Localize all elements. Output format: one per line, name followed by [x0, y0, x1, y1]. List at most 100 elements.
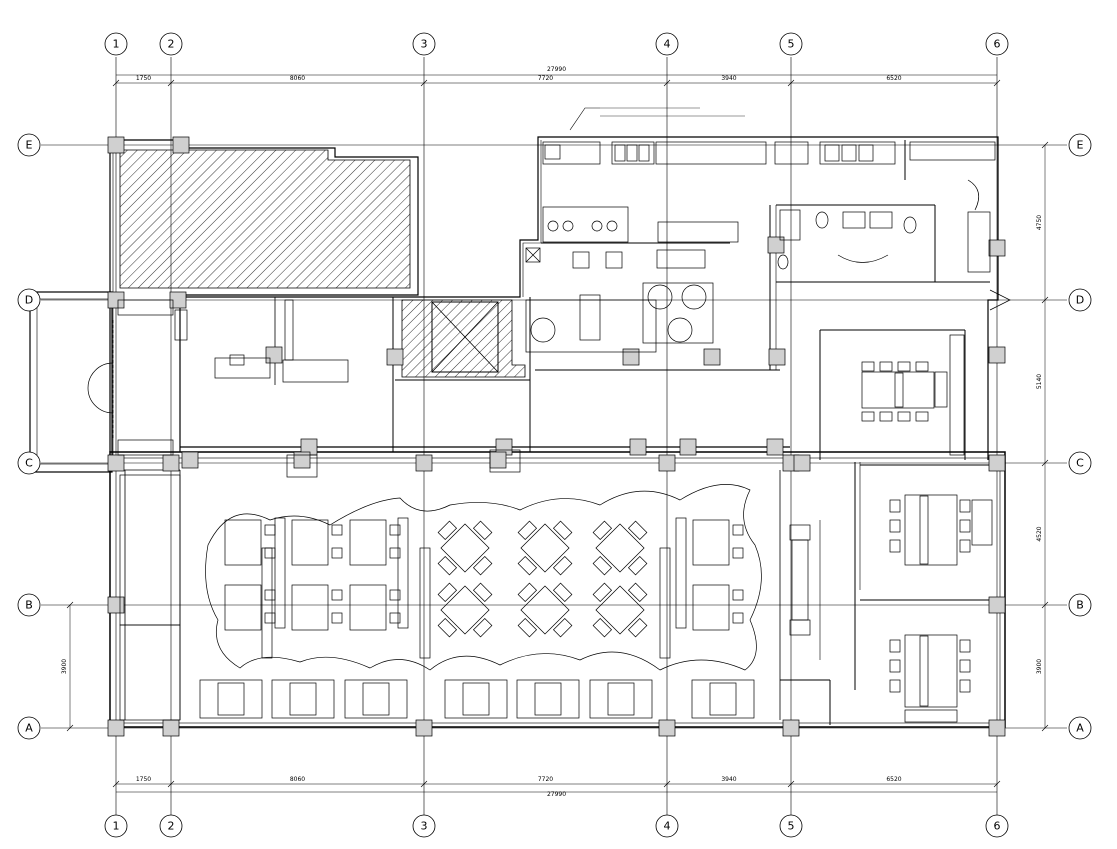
meeting-chair [915, 411, 929, 422]
bottom-dimension-total: 27990 [547, 791, 566, 798]
row-axis-E-left-label: E [26, 139, 33, 152]
structural-column [181, 451, 199, 469]
column-axis-3-top: 3 [412, 32, 436, 56]
square-table [437, 520, 493, 576]
top-dimension-segment: 8060 [290, 75, 305, 82]
structural-column [107, 136, 125, 154]
meeting-chair [889, 539, 901, 553]
left-dimension-segment: 3900 [61, 659, 68, 674]
booth-table [516, 679, 580, 719]
square-table [517, 582, 573, 638]
top-dimension-segment: 3940 [721, 75, 736, 82]
structural-column [703, 348, 721, 366]
dining-table [349, 519, 401, 566]
column-axis-6-top: 6 [985, 32, 1009, 56]
meeting-chair [861, 411, 875, 422]
lift-shaft [431, 301, 499, 373]
structural-column [265, 346, 283, 364]
row-axis-E-right: E [1068, 133, 1092, 157]
structural-column [629, 438, 647, 456]
meeting-chair [889, 499, 901, 513]
meeting-chair [959, 679, 971, 693]
meeting-chair [889, 659, 901, 673]
office-furniture [87, 299, 349, 456]
structural-column [988, 719, 1006, 737]
corridor-details [119, 179, 1011, 721]
kitchen-equipment [525, 141, 996, 353]
restroom-fixtures [777, 209, 991, 273]
row-axis-B-left-label: B [25, 599, 33, 612]
square-table [592, 582, 648, 638]
meeting-chair [959, 539, 971, 553]
row-axis-D-left: D [17, 288, 41, 312]
bottom-dimension-segment: 7720 [538, 776, 553, 783]
booth-table [589, 679, 653, 719]
row-axis-A-right: A [1068, 716, 1092, 740]
meeting-room-furniture [861, 334, 993, 723]
structural-column [658, 454, 676, 472]
structural-column [622, 348, 640, 366]
structural-column [489, 451, 507, 469]
row-axis-E-left: E [17, 133, 41, 157]
top-dimension-segment: 7720 [538, 75, 553, 82]
structural-column [988, 239, 1006, 257]
row-axis-C-right: C [1068, 451, 1092, 475]
column-axis-1-bottom-label: 1 [113, 820, 120, 833]
meeting-chair [889, 679, 901, 693]
top-dimension-segment: 6520 [886, 75, 901, 82]
structural-column [679, 438, 697, 456]
bench [419, 547, 431, 659]
column-axis-2-bottom: 2 [159, 814, 183, 838]
column-axis-6-bottom: 6 [985, 814, 1009, 838]
right-dimension-segment: 4520 [1036, 526, 1043, 541]
meeting-chair [879, 411, 893, 422]
hatched-void-area [119, 149, 411, 289]
structural-column [768, 348, 786, 366]
planting-outline [205, 484, 762, 671]
meeting-chair [879, 361, 893, 372]
meeting-chair [959, 519, 971, 533]
structural-column [782, 719, 800, 737]
meeting-chair [897, 361, 911, 372]
column-axis-5-bottom: 5 [779, 814, 803, 838]
square-table [592, 520, 648, 576]
row-axis-D-right-label: D [1076, 294, 1084, 307]
booth-table [691, 679, 755, 719]
right-dimension-segment: 4750 [1036, 215, 1043, 230]
row-axis-D-left-label: D [25, 294, 33, 307]
bottom-dimension-segment: 1750 [136, 776, 151, 783]
structural-column [107, 454, 125, 472]
structural-column [293, 451, 311, 469]
dining-table [349, 584, 401, 631]
structural-column [658, 719, 676, 737]
column-axis-4-top-label: 4 [664, 38, 671, 51]
bottom-dimension-segment: 3940 [721, 776, 736, 783]
bench [261, 547, 273, 659]
column-axis-2-bottom-label: 2 [168, 820, 175, 833]
column-axis-5-top-label: 5 [788, 38, 795, 51]
meeting-chair [861, 361, 875, 372]
bench [397, 517, 409, 629]
structural-column [988, 346, 1006, 364]
row-axis-A-left: A [17, 716, 41, 740]
booth-table [271, 679, 335, 719]
bottom-dimension-segment: 8060 [290, 776, 305, 783]
right-dimension-segment: 5140 [1036, 374, 1043, 389]
meeting-chair [897, 411, 911, 422]
column-axis-3-top-label: 3 [421, 38, 428, 51]
column-axis-1-top: 1 [104, 32, 128, 56]
dining-table [692, 584, 744, 631]
column-axis-4-top: 4 [655, 32, 679, 56]
meeting-chair [959, 499, 971, 513]
structural-column [107, 596, 125, 614]
meeting-chair [915, 361, 929, 372]
structural-column [988, 596, 1006, 614]
row-axis-C-left: C [17, 451, 41, 475]
row-axis-D-right: D [1068, 288, 1092, 312]
row-axis-A-left-label: A [25, 722, 33, 735]
right-dimension-segment: 3900 [1036, 659, 1043, 674]
dining-table [224, 584, 276, 631]
